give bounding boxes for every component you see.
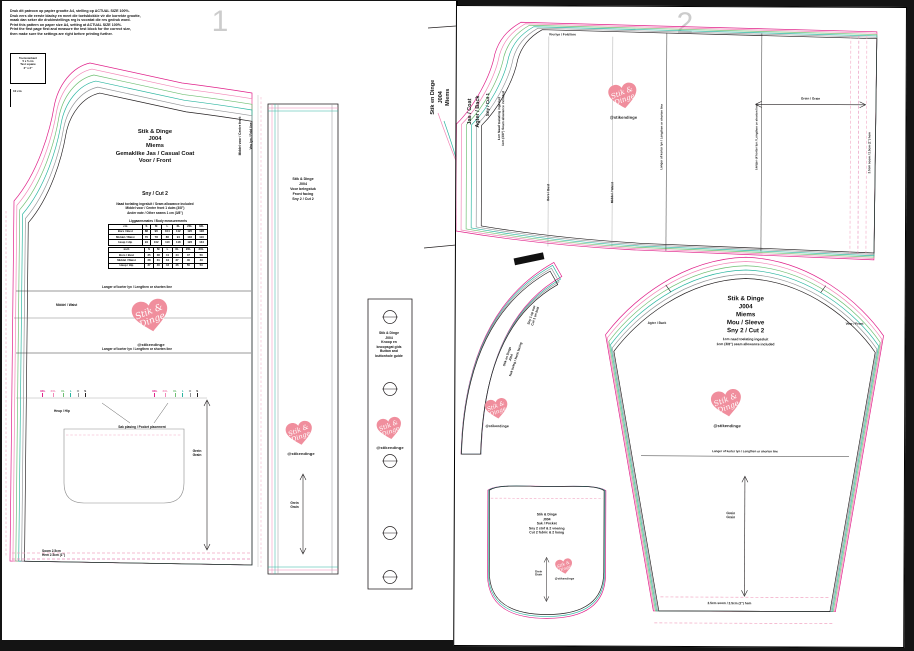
pocket-placement-outline bbox=[63, 428, 185, 504]
waist-label: Middel / Waist bbox=[56, 303, 78, 307]
page1-pattern-drawing bbox=[5, 25, 456, 590]
sleeve-hem-dash-2 bbox=[654, 622, 835, 625]
scale-mark: 10 cm bbox=[10, 89, 22, 107]
back-waist-label: Middel / Waist bbox=[610, 181, 615, 203]
heart-logo: Stik & Dinge bbox=[284, 419, 317, 453]
heart-shape bbox=[285, 420, 312, 445]
instagram-handle: @stikendinge bbox=[485, 424, 509, 429]
heart-logo: Stik & Dinge bbox=[375, 415, 405, 447]
sleeve-notch-front bbox=[820, 285, 827, 293]
facing-strip-lines bbox=[267, 103, 339, 575]
back-grain-label: Grein / Grain bbox=[800, 96, 821, 101]
back-lengthen-label-1: Langer of korter lyn / Lengthen or short… bbox=[659, 103, 664, 170]
heart-logo: Stik & Dinge bbox=[483, 396, 511, 426]
back-bust-line bbox=[547, 36, 550, 247]
instagram-handle: @stikendinge bbox=[609, 114, 638, 120]
lengthen-label-2: Langer of korter lyn / Lengthen or short… bbox=[102, 347, 172, 351]
sleeve-back-label: Agter / Back bbox=[647, 320, 667, 325]
heart-logo: Stik & Dinge bbox=[606, 80, 641, 116]
instagram-handle: @stikendinge bbox=[554, 576, 575, 581]
sleeve-hem-label: 2.5cm soom / 2.5cm (1") hem bbox=[707, 601, 752, 606]
sleeve-front-label: Voor / Front bbox=[845, 321, 864, 326]
svg-text:Dinge: Dinge bbox=[557, 563, 572, 573]
fold-line-label: Vou lyn / Fold line bbox=[249, 121, 253, 150]
back-fold-label: Vou lyn / Fold line bbox=[548, 32, 576, 37]
heart-logo: Stik & Dinge bbox=[129, 296, 173, 341]
hip-label: Heup / Hip bbox=[54, 409, 70, 413]
sleeve-lengthen-label: Langer of korter lyn / Lengthen or short… bbox=[712, 449, 778, 454]
back-lengthen-label-2: Langer of korter lyn / Lengthen or short… bbox=[754, 103, 759, 170]
heart-shape bbox=[555, 558, 572, 574]
back-lengthen-line-2 bbox=[760, 33, 763, 252]
heart-logo: Stik & Dinge bbox=[554, 557, 575, 581]
instagram-handle: @stikendinge bbox=[287, 451, 315, 456]
print-instructions: Druk dit patroon op papier grootte A4, s… bbox=[10, 9, 141, 36]
page-2: 2 bbox=[453, 5, 907, 648]
heart-shape bbox=[376, 416, 401, 440]
grain-arrow-front bbox=[203, 399, 211, 551]
instagram-handle: @stikendinge bbox=[713, 423, 741, 429]
centre-front-label: Middel voor / Centre front bbox=[238, 116, 242, 155]
page-number-1: 1 bbox=[211, 5, 229, 38]
front-cut-label: Sny / Cut 2 bbox=[142, 191, 168, 197]
heart-shape bbox=[710, 389, 741, 417]
grain-arrow-back bbox=[754, 101, 867, 109]
back-cut-label: Sny / Cut 1 bbox=[485, 93, 491, 117]
instagram-handle: @stikendinge bbox=[137, 342, 165, 347]
page-1: 1 Druk dit patroon op papier grootte A4,… bbox=[2, 1, 458, 640]
back-bust-label: Bors / Bust bbox=[546, 183, 551, 201]
grain-arrow-pocket bbox=[543, 556, 550, 602]
pocket-leader-right bbox=[153, 402, 169, 424]
back-hem-dashes bbox=[849, 35, 868, 256]
instagram-handle: @stikendinge bbox=[376, 445, 404, 450]
page2-pattern-drawing bbox=[455, 21, 885, 625]
lengthen-label-1: Langer of korter lyn / Lengthen or short… bbox=[102, 285, 172, 289]
pocket-placement-label: Sak plasing / Pocket placement bbox=[118, 425, 166, 429]
heart-shape bbox=[608, 82, 637, 109]
sleeve-notch-back bbox=[665, 284, 671, 293]
heart-shape bbox=[131, 298, 168, 332]
sleeve-lengthen-line bbox=[641, 455, 850, 457]
label-bar bbox=[513, 252, 545, 266]
size-table-caption: Liggaamsmates / Body measurements bbox=[128, 219, 188, 223]
back-lengthen-line-1 bbox=[665, 32, 668, 251]
button-guide-lines bbox=[367, 298, 413, 590]
heart-shape bbox=[484, 398, 508, 419]
svg-text:Stik &: Stik & bbox=[556, 559, 571, 569]
front-seam-notes: Naad toelating ingesluit / Seam allowanc… bbox=[116, 202, 194, 215]
grain-arrow-facing bbox=[299, 473, 307, 555]
pocket-leader-left bbox=[101, 402, 131, 424]
back-hem-label: 2.5cm soom / 2.5cm (1") hem bbox=[867, 131, 872, 173]
back-waist-line bbox=[611, 36, 614, 247]
heart-logo: Stik & Dinge bbox=[709, 387, 746, 425]
grain-arrow-sleeve bbox=[741, 475, 749, 597]
sleeve-hem-dash-1 bbox=[660, 596, 829, 598]
